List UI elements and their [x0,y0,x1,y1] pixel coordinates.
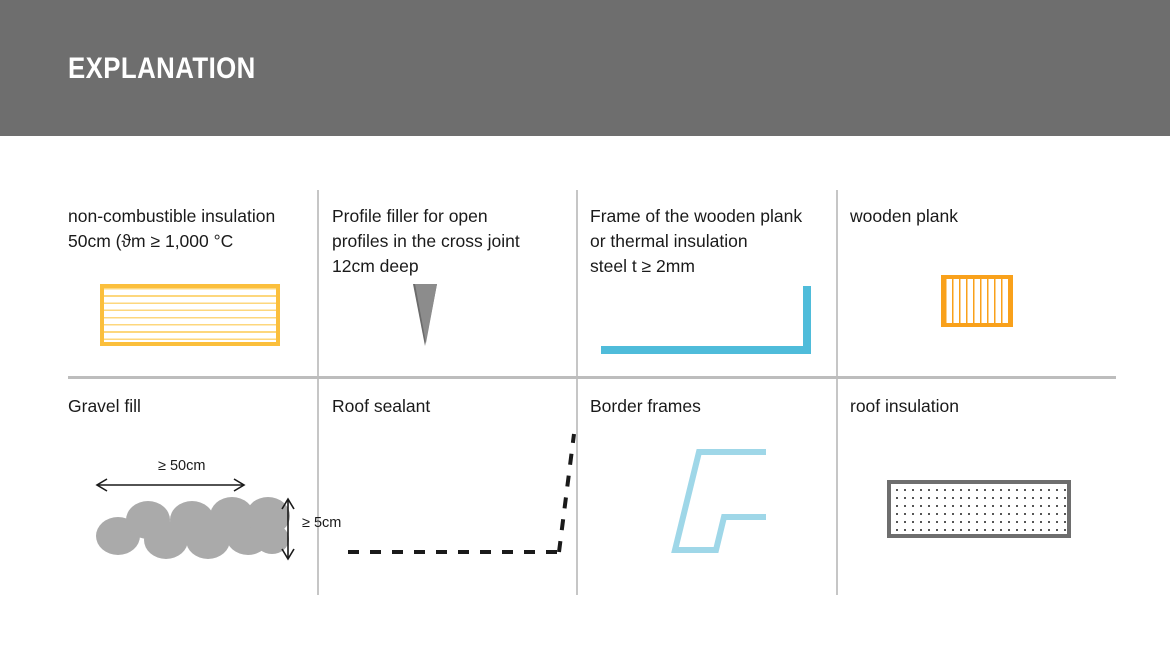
dotted-insulation-panel-icon [887,480,1071,538]
l-frame-horizontal-leg [601,346,811,354]
legend-cell-profile-filler: Profile filler for open profiles in the … [332,204,520,279]
grid-divider-horizontal [68,376,1116,379]
dashed-l-line-art [342,426,582,561]
page-title: EXPLANATION [68,52,256,85]
grid-divider-vertical-3 [836,190,838,595]
legend-grid: non-combustible insulation 50cm (ϑm ≥ 1,… [68,190,1116,595]
hatched-plank-icon [941,275,1013,327]
legend-label: Roof sealant [332,396,431,416]
legend-label: non-combustible insulation 50cm (ϑm ≥ 1,… [68,206,276,251]
gravel-diagram: ≥ 50cm ≥ 5cm [80,458,341,568]
legend-cell-gravel-fill: Gravel fill [68,394,141,419]
legend-label: roof insulation [850,396,959,416]
insulation-block-icon [100,284,280,346]
gravel-stones [96,497,290,559]
cyan-f-profile-art [666,445,796,560]
legend-label: wooden plank [850,206,958,226]
legend-cell-non-combustible-insulation: non-combustible insulation 50cm (ϑm ≥ 1,… [68,204,275,254]
gravel-width-label: ≥ 50cm [158,458,206,474]
sealant-diagram [342,426,582,561]
legend-cell-frame-of-wooden-plank: Frame of the wooden plank or thermal ins… [590,204,802,279]
gray-trapezoid-filler-art [413,284,485,346]
border-frame-profile-icon [666,445,796,560]
gravel-height-label: ≥ 5cm [302,515,342,531]
gravel-with-dimensions-art: ≥ 50cm ≥ 5cm [80,458,341,568]
legend-label: Border frames [590,396,701,416]
striped-insulation-block-art [100,284,280,346]
legend-cell-wooden-plank: wooden plank [850,204,958,229]
l-frame-vertical-leg [803,286,811,354]
height-dimension-arrow [281,497,295,561]
grid-divider-vertical-1 [317,190,319,595]
legend-cell-roof-insulation: roof insulation [850,394,959,419]
dotted-insulation-panel-art [887,480,1071,538]
dashed-sealant-line [348,433,576,554]
width-dimension-arrow [95,478,246,492]
legend-cell-roof-sealant: Roof sealant [332,394,430,419]
trapezoid-fill [415,284,437,343]
trapezoid-icon [413,284,485,346]
grid-divider-vertical-2 [576,190,578,595]
legend-cell-border-frames: Border frames [590,394,701,419]
f-profile-outline [671,449,766,553]
orange-hatched-plank-art [941,275,1013,327]
header-bar: EXPLANATION [0,0,1170,136]
l-frame-icon [601,286,811,354]
legend-label: Profile filler for open profiles in the … [332,206,520,276]
legend-label: Frame of the wooden plank or thermal ins… [590,206,803,276]
cyan-l-frame-art [601,286,811,354]
legend-label: Gravel fill [68,396,141,416]
